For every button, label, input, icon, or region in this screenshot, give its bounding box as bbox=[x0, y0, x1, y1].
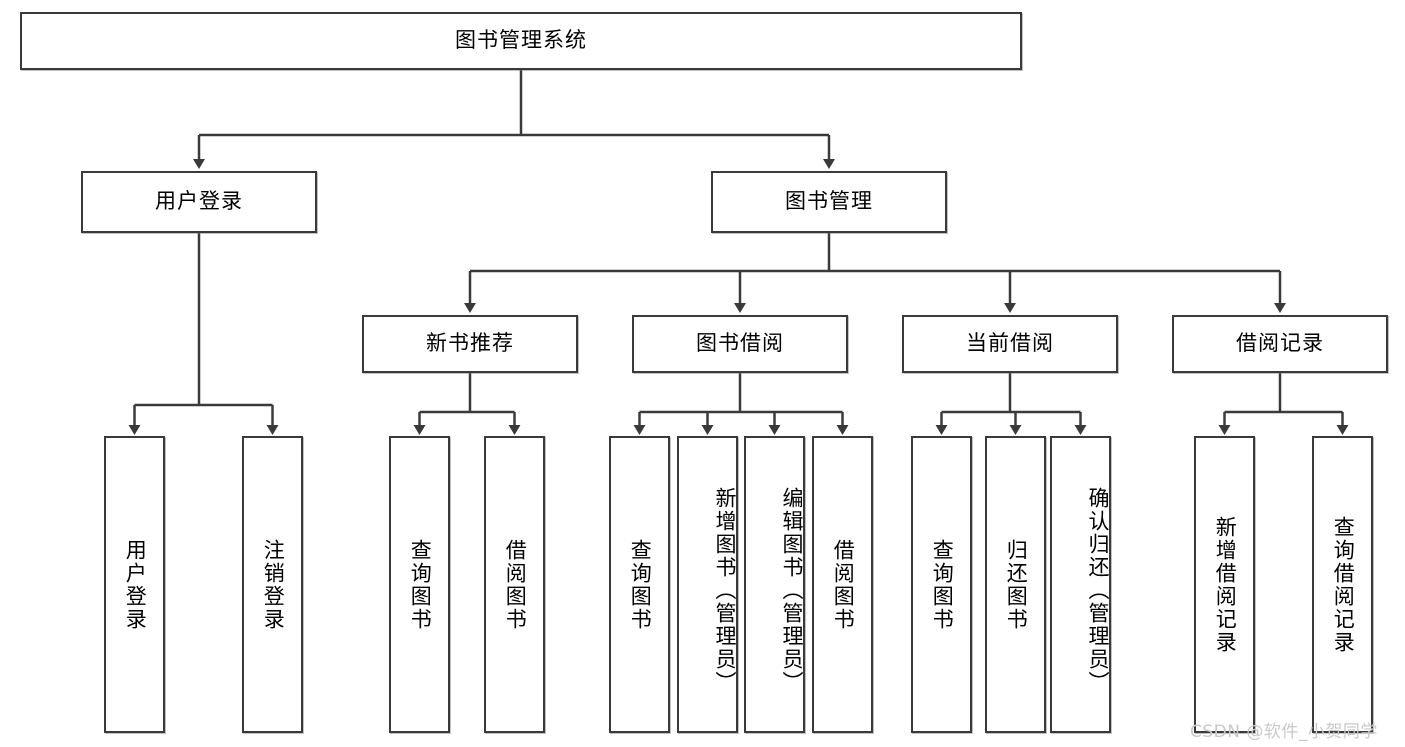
node-leaf-logout: 注销登录 bbox=[242, 436, 303, 733]
node-label-current-borrow: 当前借阅 bbox=[966, 331, 1054, 356]
node-label-leaf-query-record: 查询借阅记录 bbox=[1331, 515, 1356, 654]
node-label-leaf-logout: 注销登录 bbox=[261, 538, 286, 631]
node-leaf-query-record: 查询借阅记录 bbox=[1312, 436, 1373, 733]
node-label-leaf-confirm-return: 确认归还（管理员） bbox=[1086, 487, 1110, 694]
node-leaf-edit-book: 编辑图书（管理员） bbox=[744, 436, 805, 733]
node-leaf-add-book: 新增图书（管理员） bbox=[677, 436, 738, 733]
node-leaf-query-book-a: 查询图书 bbox=[389, 436, 450, 733]
node-label-leaf-borrow-book-a: 借阅图书 bbox=[503, 538, 528, 631]
node-label-leaf-edit-book: 编辑图书（管理员） bbox=[780, 487, 804, 694]
node-label-root: 图书管理系统 bbox=[455, 28, 587, 53]
node-label-book-manage: 图书管理 bbox=[785, 189, 873, 214]
node-label-leaf-query-book-c: 查询图书 bbox=[930, 538, 955, 631]
node-label-leaf-add-book: 新增图书（管理员） bbox=[713, 487, 737, 694]
node-new-book-recommend: 新书推荐 bbox=[362, 315, 578, 373]
node-label-leaf-query-book-a: 查询图书 bbox=[408, 538, 433, 631]
node-leaf-user-login: 用户登录 bbox=[104, 436, 165, 733]
csdn-watermark: CSDN @软件_小贺同学 bbox=[1190, 722, 1378, 742]
node-label-borrow-record: 借阅记录 bbox=[1236, 331, 1324, 356]
node-label-leaf-borrow-book-b: 借阅图书 bbox=[831, 538, 856, 631]
node-label-user-login: 用户登录 bbox=[155, 189, 243, 214]
node-label-leaf-query-book-b: 查询图书 bbox=[628, 538, 653, 631]
node-leaf-query-book-c: 查询图书 bbox=[911, 436, 972, 733]
node-book-borrow: 图书借阅 bbox=[632, 315, 848, 373]
node-leaf-confirm-return: 确认归还（管理员） bbox=[1050, 436, 1111, 733]
node-borrow-record: 借阅记录 bbox=[1172, 315, 1388, 373]
node-leaf-return-book: 归还图书 bbox=[985, 436, 1046, 733]
node-current-borrow: 当前借阅 bbox=[902, 315, 1118, 373]
node-leaf-borrow-book-b: 借阅图书 bbox=[812, 436, 873, 733]
node-root: 图书管理系统 bbox=[20, 12, 1022, 70]
node-user-login: 用户登录 bbox=[81, 171, 317, 233]
node-label-leaf-user-login: 用户登录 bbox=[123, 538, 148, 631]
node-leaf-query-book-b: 查询图书 bbox=[609, 436, 670, 733]
node-label-leaf-add-record: 新增借阅记录 bbox=[1213, 515, 1238, 654]
node-label-leaf-return-book: 归还图书 bbox=[1004, 538, 1029, 631]
node-leaf-borrow-book-a: 借阅图书 bbox=[484, 436, 545, 733]
node-label-book-borrow: 图书借阅 bbox=[696, 331, 784, 356]
node-label-new-book-recommend: 新书推荐 bbox=[426, 331, 514, 356]
node-book-manage: 图书管理 bbox=[711, 171, 947, 233]
node-leaf-add-record: 新增借阅记录 bbox=[1194, 436, 1255, 733]
